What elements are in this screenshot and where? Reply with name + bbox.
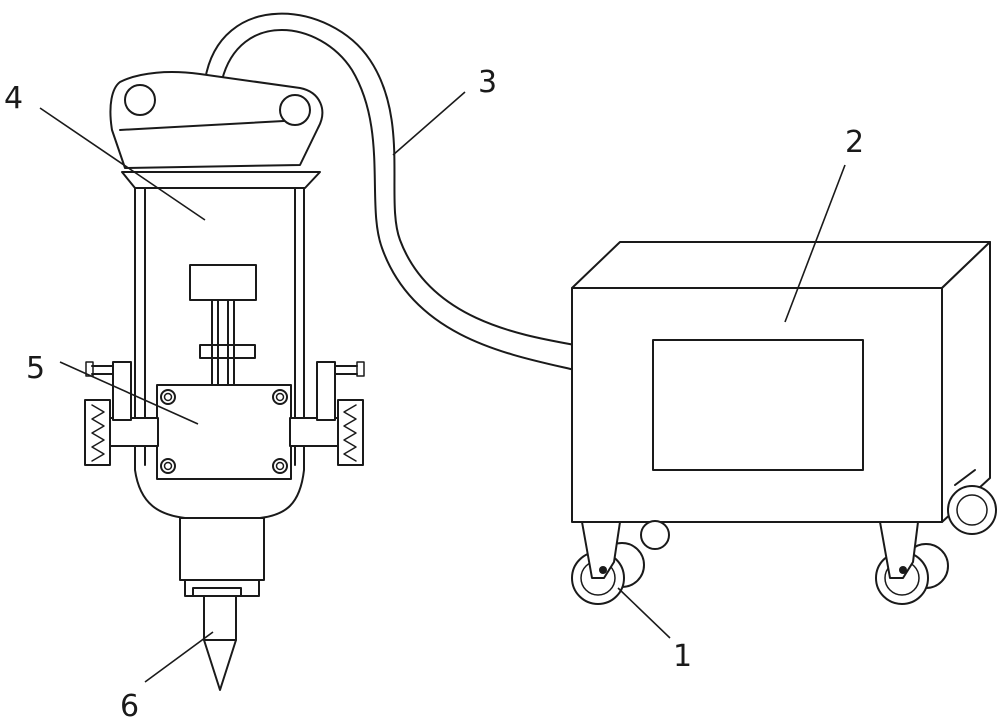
leader-5 (59, 361, 199, 425)
leader-4 (39, 107, 206, 221)
valve-stem (189, 264, 257, 386)
hammer-bracket (109, 71, 324, 169)
label-part-3: 3 (478, 65, 497, 100)
leader-lines (39, 91, 846, 683)
power-unit (571, 241, 991, 523)
label-part-4: 4 (4, 81, 23, 116)
leader-3 (392, 91, 466, 156)
label-part-2: 2 (845, 125, 864, 160)
wheels (571, 469, 997, 605)
chisel (179, 517, 265, 691)
label-part-5: 5 (26, 351, 45, 386)
clamp-assembly (84, 361, 365, 480)
leader-6 (144, 631, 214, 683)
leader-2 (784, 164, 846, 323)
leader-1 (617, 587, 671, 639)
hose (204, 12, 576, 371)
part-labels: 1 2 3 4 5 6 (4, 65, 864, 723)
label-part-1: 1 (673, 639, 692, 674)
label-part-6: 6 (120, 689, 139, 723)
